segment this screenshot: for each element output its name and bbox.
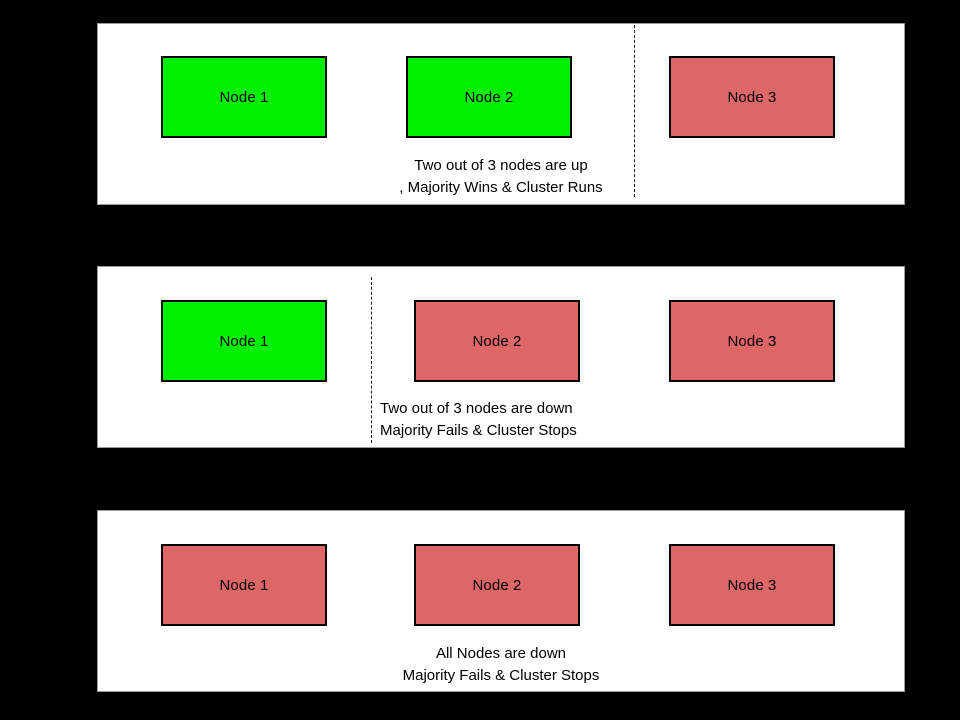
node-box-panel3-node3[interactable]: Node 3 [669,544,835,626]
caption-line-1: Two out of 3 nodes are up [414,157,588,174]
quorum-divider-line [371,277,372,443]
scenario-panel-all-down: Node 1 Node 2 Node 3 All Nodes are down … [97,510,905,692]
node-box-panel3-node2[interactable]: Node 2 [414,544,580,626]
node-label: Node 3 [727,88,777,106]
caption-line-1: All Nodes are down [435,645,567,662]
node-label: Node 2 [472,576,522,594]
node-label: Node 1 [219,88,269,106]
scenario-panel-two-of-three-down: Node 1 Node 2 Node 3 Two out of 3 nodes … [97,266,905,448]
caption-line-2: Majority Fails & Cluster Stops [380,422,577,439]
node-box-panel2-node2[interactable]: Node 2 [414,300,580,382]
caption-line-2: Majority Fails & Cluster Stops [402,667,600,684]
node-label: Node 3 [727,332,777,350]
node-box-panel2-node3[interactable]: Node 3 [669,300,835,382]
node-label: Node 1 [219,332,269,350]
caption-line-2: , Majority Wins & Cluster Runs [399,179,603,196]
panel1-caption: Two out of 3 nodes are up , Majority Win… [301,155,701,199]
quorum-divider-line [634,25,635,197]
panel2-caption: Two out of 3 nodes are down Majority Fai… [380,398,800,442]
node-label: Node 2 [472,332,522,350]
scenario-panel-two-of-three-up: Node 1 Node 2 Node 3 Two out of 3 nodes … [97,23,905,205]
node-box-panel2-node1[interactable]: Node 1 [161,300,327,382]
node-box-panel1-node3[interactable]: Node 3 [669,56,835,138]
node-label: Node 1 [219,576,269,594]
node-box-panel1-node1[interactable]: Node 1 [161,56,327,138]
caption-line-1: Two out of 3 nodes are down [380,400,573,417]
panel3-caption: All Nodes are down Majority Fails & Clus… [301,643,701,687]
node-box-panel3-node1[interactable]: Node 1 [161,544,327,626]
node-label: Node 2 [464,88,514,106]
node-label: Node 3 [727,576,777,594]
node-box-panel1-node2[interactable]: Node 2 [406,56,572,138]
